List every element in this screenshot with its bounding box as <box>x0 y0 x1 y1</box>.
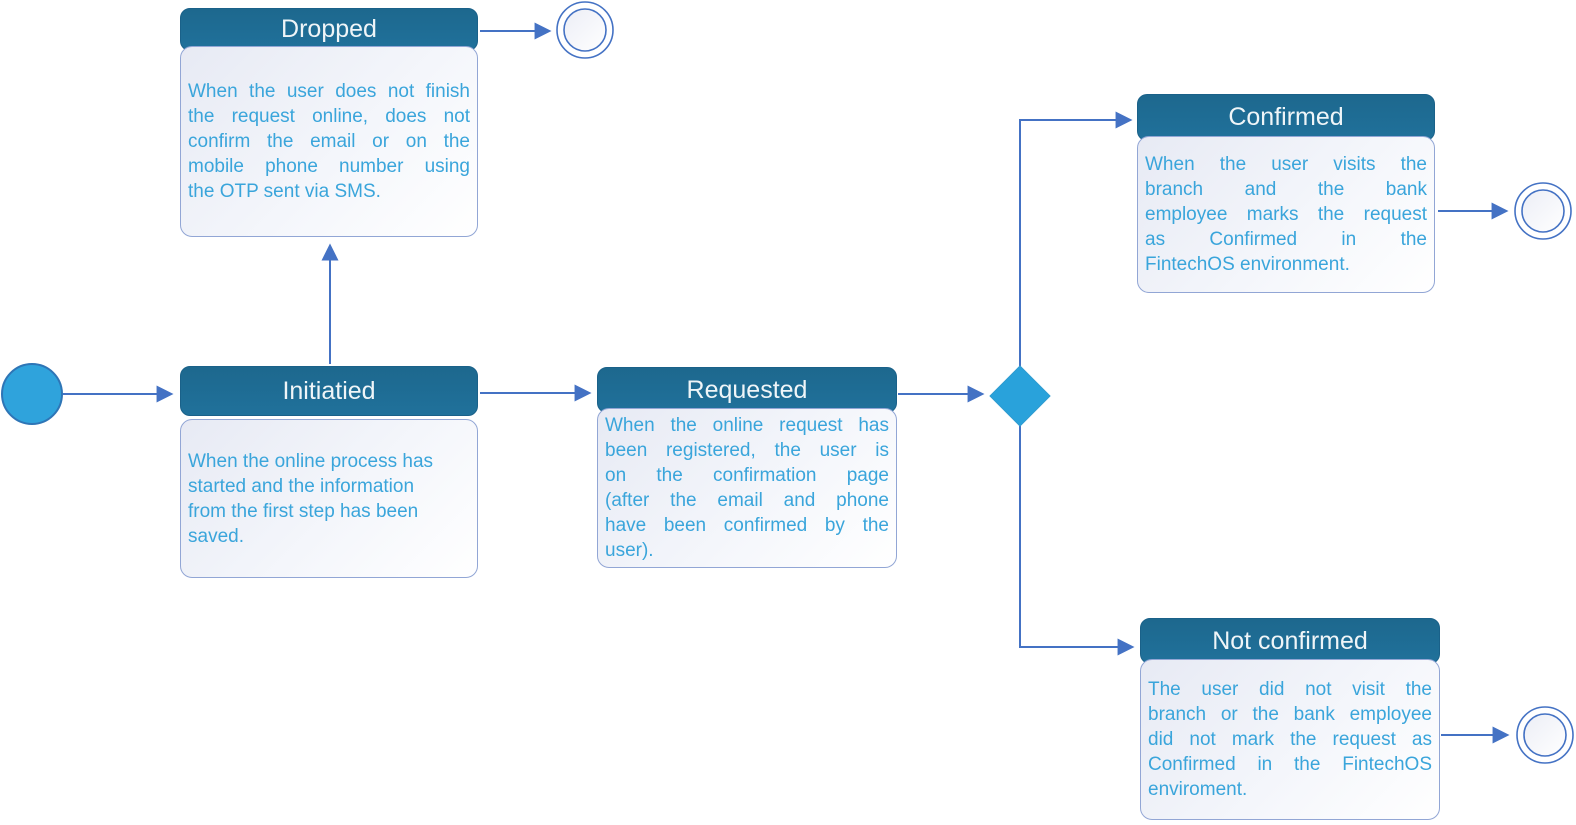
transition-decision-to-not-confirmed <box>1019 426 1135 656</box>
state-requested-title-text: Requested <box>686 375 808 404</box>
state-not-confirmed-title-text: Not confirmed <box>1212 626 1368 655</box>
state-dropped-title-text: Dropped <box>281 15 377 43</box>
state-confirmed-title: Confirmed <box>1137 94 1435 141</box>
state-initiated-title-text: Initiatied <box>282 376 376 405</box>
state-not-confirmed: Not confirmed The user did not visit the… <box>1140 618 1440 820</box>
end-node-not-confirmed <box>1516 706 1574 764</box>
end-node-confirmed <box>1514 182 1572 240</box>
transition-decision-to-confirmed <box>1019 111 1133 366</box>
state-requested-title: Requested <box>597 367 897 413</box>
decision-diamond <box>989 365 1051 427</box>
state-not-confirmed-title: Not confirmed <box>1140 618 1440 664</box>
end-node-dropped <box>556 1 614 59</box>
state-dropped-title: Dropped <box>180 8 478 51</box>
start-node <box>1 363 63 425</box>
state-initiated-title: Initiatied <box>180 366 478 416</box>
state-confirmed-title-text: Confirmed <box>1228 103 1344 131</box>
